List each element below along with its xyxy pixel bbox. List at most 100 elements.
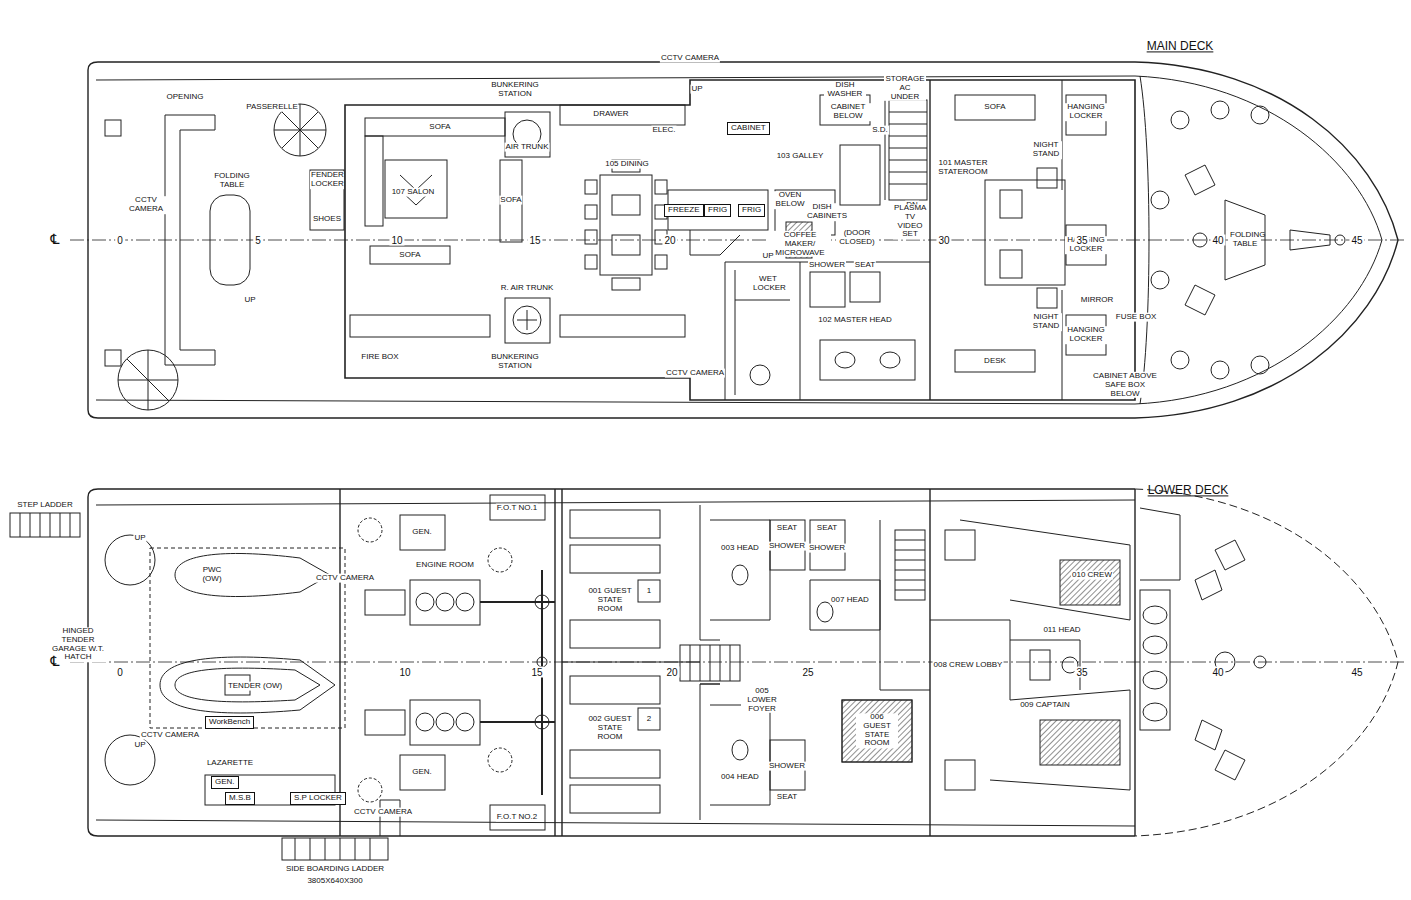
room-label: LAZARETTE — [206, 759, 254, 768]
room-label: 004 HEAD — [720, 773, 760, 782]
room-label: FOLDING TABLE — [211, 172, 253, 190]
room-label: 011 HEAD — [1042, 626, 1081, 635]
deck-heading: MAIN DECK — [1146, 40, 1215, 53]
room-label: FOLDING TABLE — [1229, 231, 1261, 249]
room-label: DESK — [983, 357, 1007, 366]
room-label: WET LOCKER — [752, 275, 784, 293]
room-label: CCTV CAMERA — [353, 808, 413, 817]
room-label: S.D. — [871, 126, 889, 135]
room-label: FUSE BOX — [1115, 313, 1157, 322]
equipment-box: FRIG — [738, 204, 765, 217]
room-label: SEAT — [776, 524, 798, 533]
room-label: ENGINE ROOM — [415, 561, 475, 570]
room-label: CCTV CAMERA — [665, 369, 725, 378]
frame-number: 5 — [253, 235, 263, 246]
room-label: CCTV CAMERA — [315, 574, 375, 583]
room-label: STEP LADDER — [16, 501, 73, 510]
room-label: 003 HEAD — [720, 544, 760, 553]
room-label: BUNKERING STATION — [479, 81, 551, 99]
frame-number: 15 — [529, 667, 544, 678]
frame-number: 25 — [800, 667, 815, 678]
room-label: 3805X640X300 — [306, 877, 363, 886]
room-label: (DOOR CLOSED) — [836, 229, 878, 247]
room-label: FENDER LOCKER — [310, 171, 344, 189]
frame-number: 45 — [1349, 667, 1364, 678]
room-label: CCTV CAMERA — [140, 731, 200, 740]
room-label: 102 MASTER HEAD — [817, 316, 892, 325]
frame-number: 0 — [115, 667, 125, 678]
frame-number: 10 — [389, 235, 404, 246]
room-label: 2 — [646, 715, 652, 724]
room-label: DISH WASHER — [824, 81, 866, 99]
frame-number: 20 — [662, 235, 677, 246]
frame-number: 40 — [1210, 667, 1225, 678]
room-label: SEAT — [776, 793, 798, 802]
room-label: CABINET BELOW — [825, 103, 872, 121]
box-label: FREEZE — [668, 206, 700, 215]
room-label: SHOWER — [768, 762, 806, 771]
room-label: MIRROR — [1080, 296, 1114, 305]
frame-number: 30 — [936, 235, 951, 246]
equipment-box: WorkBench — [205, 716, 254, 729]
room-label: F.O.T NO.2 — [496, 813, 538, 822]
room-label: SIDE BOARDING LADDER — [285, 865, 385, 874]
room-label: PWC (OW) — [196, 566, 228, 584]
equipment-box: CABINET — [727, 122, 770, 135]
room-label: UP — [133, 741, 146, 750]
box-label: CABINET — [731, 124, 766, 133]
deck-heading: LOWER DECK — [1147, 484, 1230, 497]
room-label: FIRE BOX — [360, 353, 399, 362]
equipment-box: S.P LOCKER — [290, 792, 346, 805]
room-label: 005 LOWER FOYER — [741, 687, 783, 713]
room-label: STORAGE AC UNDER — [884, 75, 926, 101]
room-label: R. AIR TRUNK — [500, 284, 555, 293]
frame-number: ℄ — [50, 654, 61, 669]
frame-number: 35 — [1074, 667, 1089, 678]
room-label: SHOES — [312, 215, 342, 224]
room-label: 1 — [646, 587, 652, 596]
room-label: SOFA — [398, 251, 421, 260]
room-label: TENDER (OW) — [227, 682, 283, 691]
frame-number: 10 — [397, 667, 412, 678]
room-label: SOFA — [499, 196, 522, 205]
room-label: 002 GUEST STATE ROOM — [584, 715, 636, 741]
equipment-box: FRIG — [704, 204, 731, 217]
room-label: 008 CREW LOBBY — [933, 661, 1004, 670]
room-label: 006 GUEST STATE ROOM — [856, 713, 898, 748]
room-label: UP — [243, 296, 256, 305]
room-label: 107 SALON — [391, 188, 436, 197]
room-label: 103 GALLEY — [776, 152, 825, 161]
room-label: UP — [761, 252, 774, 261]
room-label: BUNKERING STATION — [479, 353, 551, 371]
box-label: WorkBench — [209, 718, 250, 727]
room-label: SEAT — [854, 261, 876, 270]
box-label: GEN. — [215, 778, 235, 787]
room-label: SEAT — [816, 524, 838, 533]
room-label: OVEN BELOW — [773, 191, 807, 209]
equipment-box: GEN. — [211, 776, 239, 789]
box-label: M.S.B — [229, 794, 251, 803]
room-label: DISH CABINETS — [806, 203, 838, 221]
room-label: SHOWER — [768, 542, 806, 551]
room-label: NIGHT STAND — [1030, 141, 1062, 159]
room-label: F.O.T NO.1 — [496, 504, 538, 513]
frame-number: 35 — [1074, 235, 1089, 246]
room-label: SHOWER — [808, 544, 846, 553]
room-label: SOFA — [428, 123, 451, 132]
room-label: UP — [690, 85, 703, 94]
room-label: SHOWER — [808, 261, 846, 270]
room-label: PLASMA TV VIDEO SET — [893, 204, 927, 239]
room-label: NIGHT STAND — [1030, 313, 1062, 331]
room-label: HANGING LOCKER — [1065, 326, 1107, 344]
frame-number: 15 — [527, 235, 542, 246]
room-label: 007 HEAD — [830, 596, 870, 605]
room-label: 101 MASTER STATEROOM — [932, 159, 994, 177]
room-label: SOFA — [983, 103, 1006, 112]
room-label: OPENING — [166, 93, 205, 102]
box-label: FRIG — [742, 206, 761, 215]
room-label: DRAWER — [592, 110, 629, 119]
room-label: 105 DINING — [604, 160, 650, 169]
frame-number: 0 — [115, 235, 125, 246]
frame-number: 45 — [1349, 235, 1364, 246]
